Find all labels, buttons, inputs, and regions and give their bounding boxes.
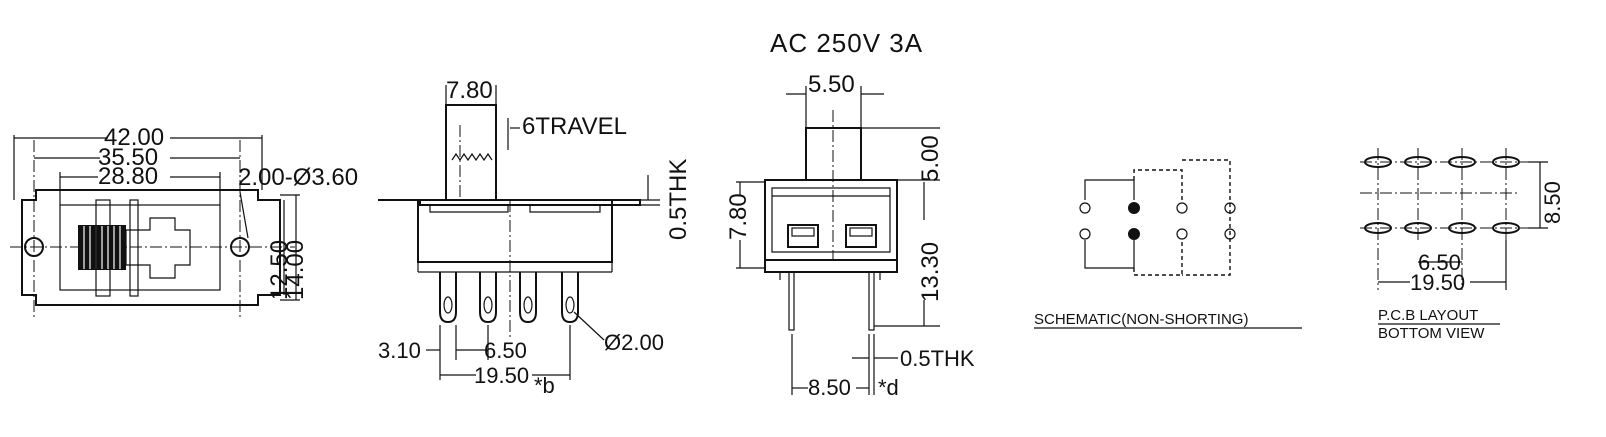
housing-window [59, 204, 221, 291]
contact-1b [1079, 228, 1091, 240]
contact-3b [1176, 228, 1188, 240]
end-view: 5.50 5.00 7.80 13.30 0.5THK 8.50 *d [725, 71, 975, 400]
contact-3a [1176, 202, 1188, 214]
dim-travel: 6TRAVEL [522, 113, 627, 140]
span-note: *b [534, 373, 555, 398]
dim-end-actuator-width: 5.50 [808, 71, 855, 98]
end-leg-left [788, 271, 795, 331]
dim-mount-pitch: 35.50 [98, 144, 158, 171]
voltage-rating: AC 250V 3A [770, 28, 923, 58]
contact-4b [1224, 228, 1236, 240]
dim-actuator-height: 5.00 [917, 135, 944, 182]
knob-ridges [83, 226, 121, 269]
dim-plate-thickness: 0.5THK [665, 159, 692, 240]
slider-carriage [125, 217, 191, 279]
terminals [439, 272, 579, 324]
pcb-caption-line2: BOTTOM VIEW [1378, 325, 1485, 342]
contact-common-b [1128, 228, 1140, 240]
dim-overall-width: 42.00 [104, 124, 164, 151]
dim-row-pitch: 8.50 [1540, 181, 1565, 224]
dim-terminal-span: 19.50 [474, 363, 529, 388]
actuator-grip [451, 152, 493, 162]
dim-terminal-offset: 3.10 [378, 338, 421, 363]
dim-pcb-span: 19.50 [1410, 270, 1465, 295]
dim-col-pitch: 6.50 [1418, 250, 1461, 275]
end-contact-left [787, 224, 819, 248]
mounting-plate [21, 189, 281, 306]
dim-body-width: 28.80 [98, 163, 158, 190]
dim-terminal-spacing: 8.50 [808, 375, 851, 400]
spacing-note: *d [878, 375, 899, 400]
dim-body-height: 7.80 [725, 193, 752, 240]
slider-rail [95, 199, 111, 297]
contact-common-a [1128, 202, 1140, 214]
pcb-caption-line1: P.C.B LAYOUT [1378, 307, 1478, 324]
dim-total-height: 13.30 [917, 242, 944, 302]
dim-mount-holes: 2.00-Ø3.60 [238, 164, 358, 191]
end-housing [764, 179, 898, 261]
actuator [445, 104, 497, 201]
contact-4a [1224, 202, 1236, 214]
end-contact-right [845, 224, 877, 248]
top-view: 42.00 35.50 28.80 2.00-Ø3.60 12.50 14.00 [10, 124, 358, 320]
rail-guide [129, 199, 139, 297]
schematic-caption: SCHEMATIC(NON-SHORTING) [1034, 311, 1248, 328]
pcb-pads [1364, 156, 1520, 234]
housing-side [417, 200, 613, 263]
end-leg-right [868, 271, 875, 331]
dim-actuator-width: 7.80 [446, 77, 493, 104]
dim-outer-height: 14.00 [282, 240, 309, 300]
dim-terminal-thickness: 0.5THK [900, 346, 975, 371]
contact-1a [1079, 202, 1091, 214]
pcb-layout: 8.50 6.50 19.50 P.C.B LAYOUT BOTTOM VIEW [1360, 148, 1565, 342]
dim-terminal-hole: Ø2.00 [604, 330, 664, 355]
dim-inner-height: 12.50 [266, 240, 293, 300]
schematic: SCHEMATIC(NON-SHORTING) [1034, 159, 1302, 329]
side-view: 7.80 6TRAVEL 0.5THK 3.10 6.50 19.50 *b Ø… [378, 77, 692, 398]
end-base [764, 259, 898, 273]
dim-terminal-pitch: 6.50 [484, 338, 527, 363]
